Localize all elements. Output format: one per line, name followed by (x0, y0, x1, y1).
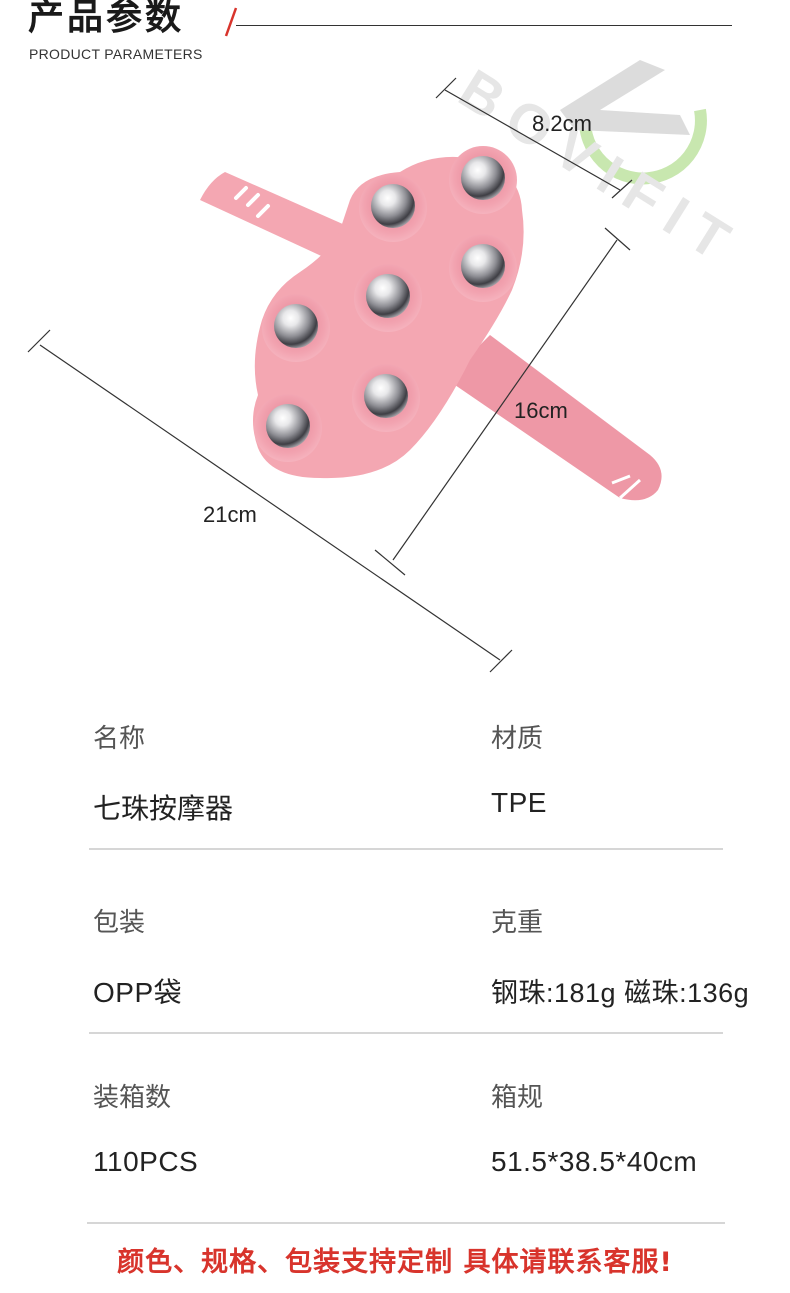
massage-ball (359, 174, 427, 242)
dimension-height-label: 16cm (514, 398, 568, 423)
spec-label-packaging: 包装 (93, 908, 146, 938)
massage-ball (354, 264, 422, 332)
dimension-lines (27, 77, 633, 673)
spec-label-weight: 克重 (491, 908, 544, 938)
massage-ball (254, 394, 322, 462)
massage-ball (352, 364, 420, 432)
spec-value-carton-qty: 110PCS (93, 1146, 199, 1177)
massage-ball (262, 294, 330, 362)
left-strap (200, 172, 345, 260)
spec-label-carton-size: 箱规 (491, 1083, 544, 1113)
row-divider (87, 1222, 725, 1224)
page-title: 产品参数 (28, 0, 185, 38)
right-strap (455, 335, 662, 501)
row-divider (89, 848, 723, 850)
title-underline (236, 25, 732, 26)
spec-label-carton-qty: 装箱数 (93, 1083, 172, 1113)
massage-ball (449, 146, 517, 214)
dimension-length-label: 21cm (203, 502, 257, 527)
massage-balls (254, 146, 517, 462)
product-figure: BOVIFIT 8.2cm 16cm 21cm (27, 60, 752, 673)
spec-value-carton-size: 51.5*38.5*40cm (491, 1146, 698, 1177)
spec-label-material: 材质 (491, 724, 544, 754)
spec-value-material: TPE (491, 787, 547, 818)
massage-ball (449, 234, 517, 302)
spec-value-weight: 钢珠:181g 磁珠:136g (491, 978, 750, 1008)
spec-value-packaging: OPP袋 (93, 977, 183, 1008)
dimension-width-label: 8.2cm (532, 111, 592, 136)
spec-label-name: 名称 (93, 724, 146, 754)
slash-decoration (224, 7, 238, 37)
customization-note: 颜色、规格、包装支持定制 具体请联系客服! (117, 1247, 673, 1278)
row-divider (89, 1032, 723, 1034)
spec-value-name: 七珠按摩器 (93, 792, 234, 825)
page-subtitle: PRODUCT PARAMETERS (29, 46, 203, 62)
strap-slots (234, 186, 270, 218)
